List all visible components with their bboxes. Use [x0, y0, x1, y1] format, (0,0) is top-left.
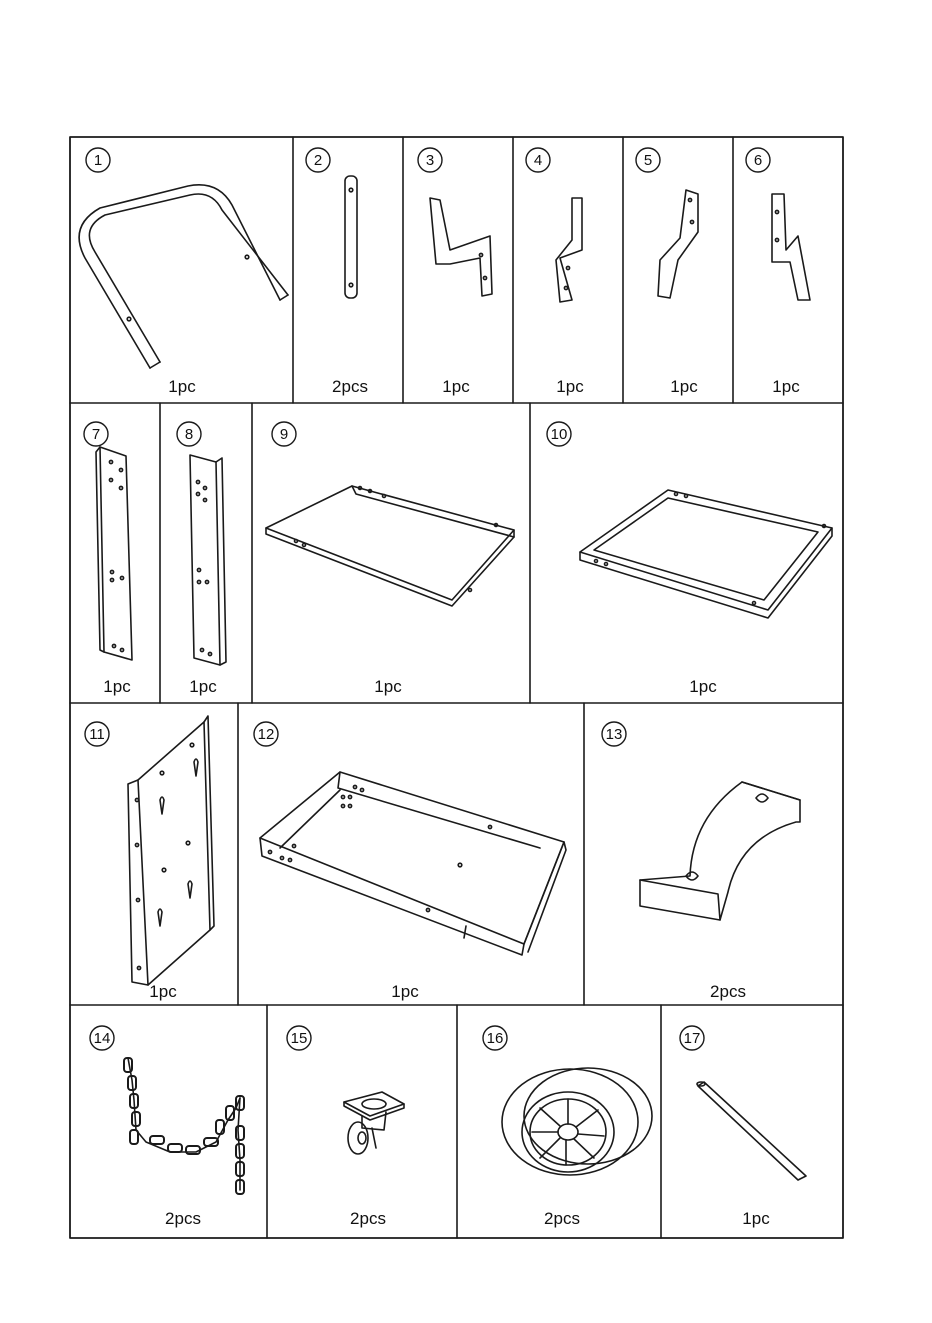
- number-circles: [84, 148, 770, 1050]
- part-5-icon: [658, 190, 698, 298]
- part-2-number: 2: [314, 152, 322, 169]
- part-5-number: 5: [644, 152, 652, 169]
- part-7-qty: 1pc: [103, 677, 131, 696]
- part-7-icon: [96, 447, 132, 660]
- part-3-number: 3: [426, 152, 434, 169]
- part-10-icon: [580, 490, 832, 618]
- part-7-number: 7: [92, 426, 100, 443]
- part-17-qty: 1pc: [742, 1209, 770, 1228]
- part-8-number: 8: [185, 426, 193, 443]
- part-6-icon: [772, 194, 810, 300]
- part-12-number: 12: [258, 726, 275, 743]
- part-15-icon: [344, 1092, 404, 1154]
- part-16-icon: [502, 1068, 652, 1175]
- part-2-qty: 2pcs: [332, 377, 368, 396]
- part-5-qty: 1pc: [670, 377, 698, 396]
- part-1-qty: 1pc: [168, 377, 196, 396]
- part-14-qty: 2pcs: [165, 1209, 201, 1228]
- part-17-icon: [697, 1082, 806, 1180]
- part-2-icon: [345, 176, 357, 298]
- part-4-icon: [556, 198, 582, 302]
- part-9-icon: [266, 486, 514, 606]
- part-16-qty: 2pcs: [544, 1209, 580, 1228]
- part-4-number: 4: [534, 152, 542, 169]
- part-12-icon: [260, 772, 566, 955]
- part-3-qty: 1pc: [442, 377, 470, 396]
- part-12-qty: 1pc: [391, 982, 419, 1001]
- part-11-icon: [128, 716, 214, 985]
- part-1-icon: [79, 185, 288, 368]
- part-9-number: 9: [280, 426, 288, 443]
- part-15-number: 15: [291, 1030, 308, 1047]
- part-13-icon: [640, 782, 800, 920]
- part-11-number: 11: [89, 726, 105, 743]
- part-1-number: 1: [94, 152, 102, 169]
- part-15-qty: 2pcs: [350, 1209, 386, 1228]
- part-10-qty: 1pc: [689, 677, 717, 696]
- part-14-icon: [124, 1058, 244, 1194]
- grid-lines: [70, 137, 843, 1238]
- part-4-qty: 1pc: [556, 377, 584, 396]
- part-6-qty: 1pc: [772, 377, 800, 396]
- part-11-qty: 1pc: [149, 982, 177, 1001]
- part-6-number: 6: [754, 152, 762, 169]
- part-9-qty: 1pc: [374, 677, 402, 696]
- part-16-number: 16: [487, 1030, 504, 1047]
- part-13-number: 13: [606, 726, 623, 743]
- part-3-icon: [430, 198, 492, 296]
- part-17-number: 17: [684, 1030, 701, 1047]
- part-8-qty: 1pc: [189, 677, 217, 696]
- part-10-number: 10: [551, 426, 568, 443]
- part-8-icon: [190, 455, 226, 665]
- part-14-number: 14: [94, 1030, 111, 1047]
- part-13-qty: 2pcs: [710, 982, 746, 1001]
